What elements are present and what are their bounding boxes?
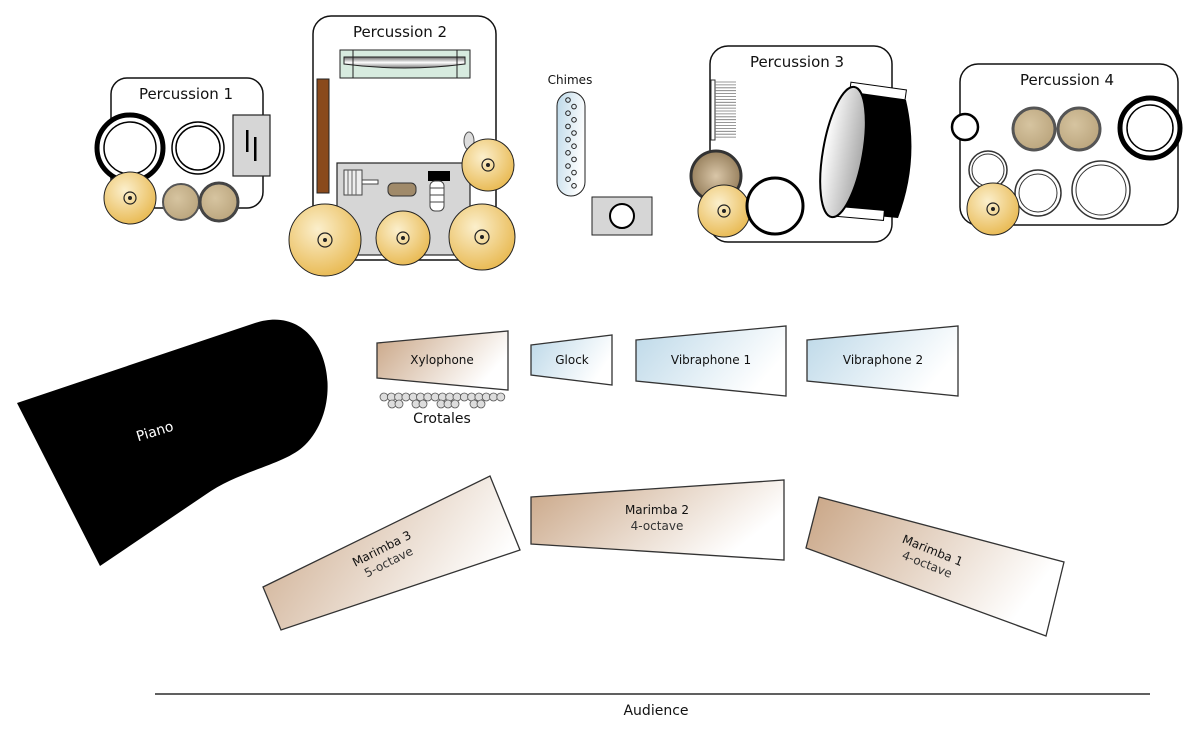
chime-tube <box>565 176 571 182</box>
drum-icon <box>1014 169 1062 217</box>
vibraphone-2-label: Vibraphone 2 <box>843 353 923 367</box>
chime-tube <box>571 169 577 176</box>
wind-chime-icon <box>710 79 736 141</box>
drum-icon <box>1117 95 1183 161</box>
bongo-icon <box>162 183 200 221</box>
crotale <box>459 392 469 402</box>
crotale <box>437 392 447 402</box>
station-title: Percussion 3 <box>750 53 844 71</box>
mallet-tray-icon <box>232 114 271 177</box>
chimes-label: Chimes <box>548 73 593 87</box>
chimes-station: Chimes <box>548 73 653 236</box>
crotale <box>496 392 506 402</box>
chime-tube <box>565 136 571 143</box>
chime-tube <box>571 156 577 163</box>
xylophone: Xylophone <box>376 330 509 391</box>
vibraphone-1: Vibraphone 1 <box>635 325 787 397</box>
chime-tubes <box>565 97 577 189</box>
chime-tube <box>565 163 571 169</box>
cymbal-icon <box>448 203 516 271</box>
piano: Piano <box>17 319 328 566</box>
percussion-2-station: Percussion 2 <box>288 15 516 277</box>
crotale <box>423 392 433 402</box>
crotale <box>489 392 498 402</box>
chime-tube <box>565 110 571 116</box>
chime-tube <box>565 123 571 130</box>
spring-icon <box>428 171 450 212</box>
drum-icon <box>171 121 225 175</box>
cymbal-icon <box>375 210 431 266</box>
chime-tube <box>571 143 577 149</box>
station-title: Percussion 4 <box>1020 71 1114 89</box>
cymbal-icon <box>966 182 1020 236</box>
chime-tube <box>565 97 571 103</box>
marimba-1: Marimba 1 4-octave <box>805 496 1065 637</box>
marimba-2-size: 4-octave <box>631 519 684 533</box>
drum-icon <box>950 112 980 142</box>
crotale <box>481 392 491 402</box>
bass-drum-icon <box>819 81 912 221</box>
crotale <box>476 399 486 409</box>
conga-icon <box>1056 106 1102 152</box>
cymbal-icon <box>697 184 751 238</box>
chime-tube <box>571 183 577 189</box>
bell-plate-icon <box>339 49 471 79</box>
ratchet-icon <box>343 169 379 196</box>
tambourine-icon <box>591 196 653 236</box>
crotale <box>430 392 440 402</box>
chimes-icon <box>556 91 586 197</box>
shaker-icon <box>387 182 417 197</box>
chime-tube <box>565 150 571 156</box>
crotale <box>450 399 460 409</box>
marimba-3: Marimba 3 5-octave <box>262 475 521 631</box>
station-title: Percussion 2 <box>353 23 447 41</box>
crotale <box>418 399 428 409</box>
marimba-2-label: Marimba 2 <box>625 503 689 517</box>
crotale <box>401 392 411 402</box>
crotale <box>394 399 404 409</box>
chime-tube <box>571 117 577 123</box>
cymbal-icon <box>461 138 515 192</box>
glock-label: Glock <box>555 353 589 367</box>
crotale <box>379 392 389 402</box>
conga-icon <box>1011 106 1057 152</box>
percussion-4-station: Percussion 4 <box>950 63 1183 236</box>
piano-icon <box>17 319 328 566</box>
station-title: Percussion 1 <box>139 85 233 103</box>
crotales: Crotales <box>379 392 506 427</box>
marimba-2: Marimba 2 4-octave <box>530 479 785 561</box>
percussion-1-station: Percussion 1 <box>94 77 271 225</box>
guiro-icon <box>316 78 330 194</box>
drum-icon <box>94 112 166 184</box>
cymbal-icon <box>103 171 157 225</box>
vibraphone-2: Vibraphone 2 <box>806 325 959 397</box>
chime-tube <box>571 103 577 110</box>
vibraphone-1-label: Vibraphone 1 <box>671 353 751 367</box>
drum-icon <box>1071 160 1131 220</box>
crotales-label: Crotales <box>413 411 471 427</box>
bongo-icon <box>198 181 240 223</box>
cymbal-icon <box>288 203 362 277</box>
crotales-icon <box>379 392 506 409</box>
percussion-3-station: Percussion 3 <box>689 45 912 243</box>
glockenspiel: Glock <box>530 334 613 386</box>
chime-tube <box>571 130 577 136</box>
audience-label: Audience <box>623 703 688 719</box>
xylophone-label: Xylophone <box>410 353 474 367</box>
drum-icon <box>745 176 805 236</box>
